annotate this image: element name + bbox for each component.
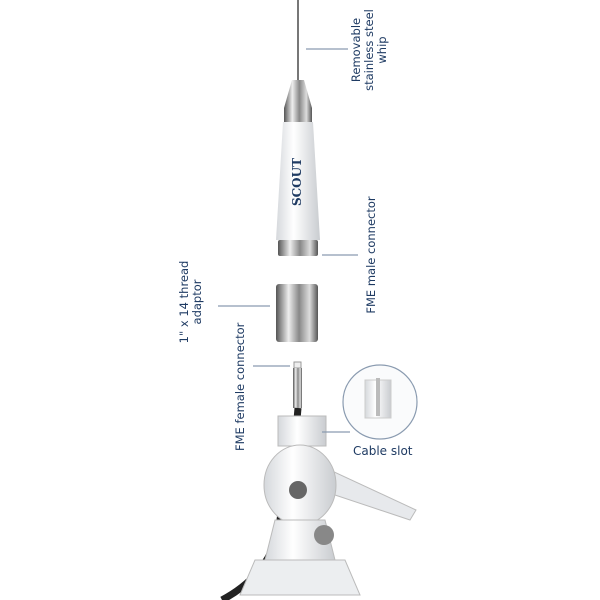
label-whip: Removable stainless steel whip — [349, 0, 390, 100]
fme-female-connector — [293, 368, 302, 408]
label-adaptor: 1" x 14 thread adaptor — [177, 257, 206, 347]
chrome-ferrule — [284, 80, 312, 122]
label-fme-female: FME female connector — [233, 322, 247, 451]
thread-adaptor — [276, 284, 318, 342]
antenna-body — [276, 122, 320, 240]
scout-logo: SCOUT — [290, 157, 304, 207]
label-cable-slot: Cable slot — [353, 444, 413, 458]
fme-male-ring — [278, 240, 318, 256]
label-line: whip — [375, 36, 389, 64]
base-plate — [239, 559, 361, 596]
label-line: adaptor — [190, 279, 204, 325]
label-fme-male: FME male connector — [364, 196, 378, 314]
